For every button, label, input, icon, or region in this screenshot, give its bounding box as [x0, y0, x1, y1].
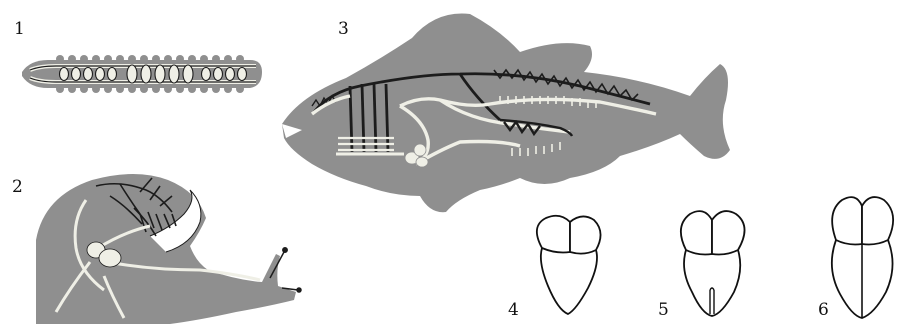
- heart4-ventricle: [541, 246, 597, 314]
- heart-four-chamber: 6: [818, 197, 893, 320]
- fish-body: [282, 14, 730, 213]
- earthworm-figure: 1: [14, 19, 262, 93]
- heart4-atrium-left: [537, 216, 570, 253]
- label-heart-4: 4: [508, 300, 519, 320]
- heart-two-chamber: 4: [508, 216, 601, 320]
- label-fish: 3: [338, 19, 349, 39]
- label-worm: 1: [14, 19, 25, 39]
- heart-three-chamber: 5: [658, 211, 745, 320]
- fish-figure: 3: [282, 14, 730, 213]
- label-heart-6: 6: [818, 300, 829, 320]
- label-snail: 2: [12, 177, 23, 197]
- heart5-atrium-left: [681, 211, 712, 254]
- heart6-atrium-right: [862, 197, 893, 244]
- heart5-ventricle: [684, 247, 740, 316]
- heart6-atrium-left: [832, 197, 862, 244]
- label-heart-5: 5: [658, 300, 669, 320]
- snail-figure: 2: [12, 174, 301, 324]
- heart5-atrium-right: [712, 211, 745, 254]
- heart4-atrium-right: [570, 216, 601, 253]
